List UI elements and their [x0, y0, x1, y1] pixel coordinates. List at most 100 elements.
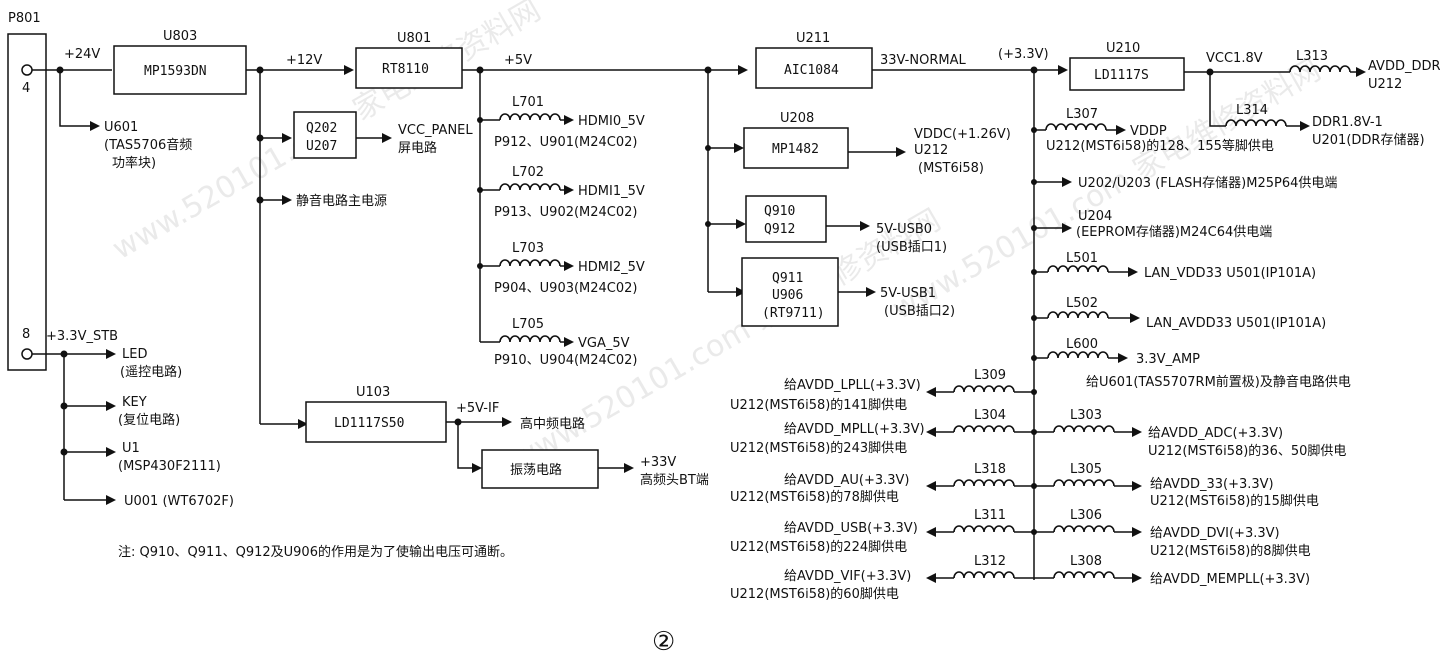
chip-u801: U801 RT8110	[355, 31, 463, 89]
rail-12v: +12V 静音电路主电源	[246, 53, 387, 429]
l705-net: VGA_5V	[578, 336, 630, 351]
rail-33v-label: (+3.3V)	[998, 47, 1049, 62]
vddc-label-1: VDDC(+1.26V)	[914, 127, 1011, 142]
vddp-desc: U212(MST6i58)的128、155等脚供电	[1046, 138, 1274, 154]
vddc-label-3: (MST6i58)	[918, 161, 984, 176]
branch-l502: L502 LAN_AVDD33 U501(IP101A)	[1031, 296, 1326, 331]
u1-label-1: U1	[122, 441, 140, 456]
usb0-label-1: 5V-USB0	[876, 222, 932, 237]
l702-ref: L702	[512, 165, 544, 180]
avdd-right-group: L303 给AVDD_ADC(+3.3V) U212(MST6i58)的36、5…	[1034, 408, 1346, 587]
inductor-l702: L702 HDMI1_5V P913、U902(M24C02)	[477, 165, 645, 220]
amp-desc: 给U601(TAS5707RM前置极)及静音电路供电	[1086, 374, 1351, 390]
l305-ref: L305	[1070, 462, 1102, 477]
u210-ref: U210	[1106, 41, 1140, 56]
chip-u210: U210 LD1117S VCC1.8V L313 AVDD_DDR U212 …	[1069, 41, 1440, 148]
l311-ref: L311	[974, 508, 1006, 523]
l705-desc: P910、U904(M24C02)	[494, 353, 638, 368]
q910-line2: Q912	[764, 222, 795, 237]
avdd-left-group: L309 给AVDD_LPLL(+3.3V) U212(MST6i58)的141…	[730, 368, 1037, 602]
l306-ref: L306	[1070, 508, 1102, 523]
l304-line2: U212(MST6i58)的243脚供电	[730, 440, 907, 456]
vcc-panel-label-1: VCC_PANEL	[398, 123, 473, 138]
l703-net: HDMI2_5V	[578, 260, 645, 275]
branch-l308: L308 给AVDD_MEMPLL(+3.3V)	[1034, 554, 1310, 587]
rail-5v: +5V	[462, 53, 748, 342]
led-label-1: LED	[122, 347, 147, 362]
l703-ref: L703	[512, 241, 544, 256]
branch-l312: L312 给AVDD_VIF(+3.3V) U212(MST6i58)的60脚供…	[730, 554, 1034, 602]
l312-line2: U212(MST6i58)的60脚供电	[730, 586, 899, 602]
chip-u803: U803 MP1593DN	[113, 29, 247, 95]
inductor-l705: L705 VGA_5V P910、U904(M24C02)	[480, 317, 638, 368]
u211-box	[755, 47, 873, 89]
l309-line1: 给AVDD_LPLL(+3.3V)	[784, 378, 921, 393]
u204-label-1: U204	[1078, 209, 1112, 224]
l311-line1: 给AVDD_USB(+3.3V)	[784, 521, 918, 536]
rail-5v-label: +5V	[504, 53, 532, 68]
u601-label-1: U601	[104, 120, 138, 135]
chip-q202: Q202 U207 VCC_PANEL 屏电路	[293, 111, 473, 159]
u801-part: RT8110	[382, 62, 429, 77]
l318-line2: U212(MST6i58)的78脚供电	[730, 489, 899, 505]
branch-l304: L304 给AVDD_MPLL(+3.3V) U212(MST6i58)的243…	[730, 408, 1037, 456]
vcc-panel-label-2: 屏电路	[398, 140, 437, 156]
u001-label: U001 (WT6702F)	[124, 494, 234, 509]
l304-ref: L304	[974, 408, 1006, 423]
u803-ref: U803	[163, 29, 197, 44]
chip-u103: U103 LD1117S50 +5V-IF 高中频电路 振荡电路 +33V 高频…	[305, 385, 709, 489]
l306-line1: 给AVDD_DVI(+3.3V)	[1150, 526, 1280, 541]
rail-5v-if-label: +5V-IF	[456, 401, 499, 416]
q910-box	[745, 195, 827, 243]
q202-box	[293, 111, 357, 159]
l307-ref: L307	[1066, 107, 1098, 122]
l702-desc: P913、U902(M24C02)	[494, 205, 638, 220]
l305-line2: U212(MST6i58)的15脚供电	[1150, 493, 1319, 509]
lan-vdd-label: LAN_VDD33 U501(IP101A)	[1144, 266, 1316, 281]
osc-box	[481, 449, 599, 489]
u103-box	[305, 401, 447, 443]
branch-l305: L305 给AVDD_33(+3.3V) U212(MST6i58)的15脚供电	[1034, 462, 1319, 509]
bt-label-2: 高频头BT端	[640, 472, 709, 488]
u208-part: MP1482	[772, 142, 819, 157]
l701-desc: P912、U901(M24C02)	[494, 135, 638, 150]
usb-branch-group: U208 MP1482 VDDC(+1.26V) U212 (MST6i58) …	[705, 111, 1011, 327]
l502-ref: L502	[1066, 296, 1098, 311]
branch-l600: L600 3.3V_AMP 给U601(TAS5707RM前置极)及静音电路供电	[1031, 337, 1351, 390]
inductor-l703: L703 HDMI2_5V P904、U903(M24C02)	[477, 241, 645, 296]
avdd-ddr-label-1: AVDD_DDR	[1368, 59, 1440, 74]
q202-line1: Q202	[306, 121, 337, 136]
l309-line2: U212(MST6i58)的141脚供电	[730, 397, 907, 413]
branch-l303: L303 给AVDD_ADC(+3.3V) U212(MST6i58)的36、5…	[1034, 408, 1346, 459]
hdmi-branch-group: L701 HDMI0_5V P912、U901(M24C02) L702 HDM…	[477, 95, 645, 368]
q911-line2: U906	[772, 288, 803, 303]
avdd-ddr-label-2: U212	[1368, 77, 1402, 92]
inductor-l701: L701 HDMI0_5V P912、U901(M24C02)	[477, 95, 645, 150]
branch-l311: L311 给AVDD_USB(+3.3V) U212(MST6i58)的224脚…	[730, 508, 1037, 555]
l304-line1: 给AVDD_MPLL(+3.3V)	[784, 422, 925, 437]
q911-line1: Q911	[772, 271, 803, 286]
q911-line3: (RT9711)	[762, 306, 825, 321]
l702-net: HDMI1_5V	[578, 184, 645, 199]
l318-line1: 给AVDD_AU(+3.3V)	[784, 473, 910, 488]
bt-label-1: +33V	[640, 455, 676, 470]
flash-label: U202/U203 (FLASH存储器)M25P64供电端	[1078, 176, 1337, 191]
footnote: 注: Q910、Q911、Q912及U906的作用是为了使输出电压可通断。	[118, 544, 513, 560]
key-label-2: (复位电路)	[118, 412, 180, 428]
l303-ref: L303	[1070, 408, 1102, 423]
connector-ref: P801	[8, 11, 41, 26]
l600-ref: L600	[1066, 337, 1098, 352]
u211-part: AIC1084	[784, 63, 839, 78]
pin-8-label: 8	[22, 327, 30, 342]
usb1-label-1: 5V-USB1	[880, 286, 936, 301]
vddp-label: VDDP	[1130, 124, 1167, 139]
l318-ref: L318	[974, 462, 1006, 477]
u803-box	[113, 45, 247, 95]
l308-line1: 给AVDD_MEMPLL(+3.3V)	[1150, 572, 1310, 587]
branch-eeprom: U204 (EEPROM存储器)M24C64供电端	[1031, 209, 1272, 240]
amp-label: 3.3V_AMP	[1136, 352, 1200, 367]
l701-net: HDMI0_5V	[578, 114, 645, 129]
l703-desc: P904、U903(M24C02)	[494, 281, 638, 296]
branch-l318: L318 给AVDD_AU(+3.3V) U212(MST6i58)的78脚供电	[730, 462, 1037, 505]
